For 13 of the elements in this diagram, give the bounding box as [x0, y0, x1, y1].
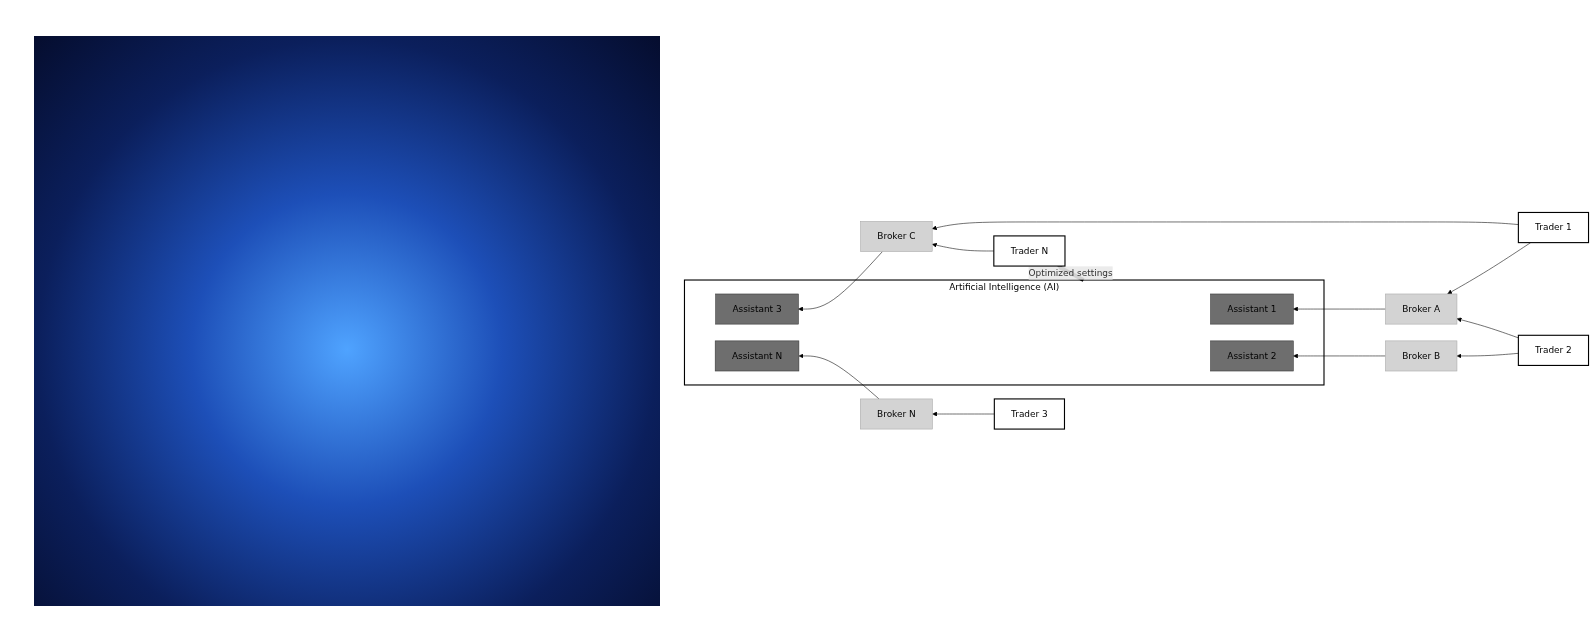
node-box: Broker C — [860, 221, 933, 253]
node-box: Broker A — [1385, 293, 1458, 325]
node-box: Assistant 3 — [715, 293, 799, 325]
node-box: Trader N — [993, 235, 1066, 267]
node-box: Trader 1 — [1517, 212, 1590, 244]
edge-label: Optimized settings — [1028, 267, 1113, 279]
node-box: Trader 2 — [1517, 334, 1590, 367]
node-box: Trader 3 — [993, 398, 1066, 430]
node-box: Assistant 2 — [1210, 340, 1294, 372]
node-box: Broker N — [860, 398, 933, 430]
node-box: Broker B — [1385, 340, 1458, 372]
node-box: Assistant 1 — [1210, 293, 1294, 325]
node-box: Assistant N — [714, 340, 800, 372]
